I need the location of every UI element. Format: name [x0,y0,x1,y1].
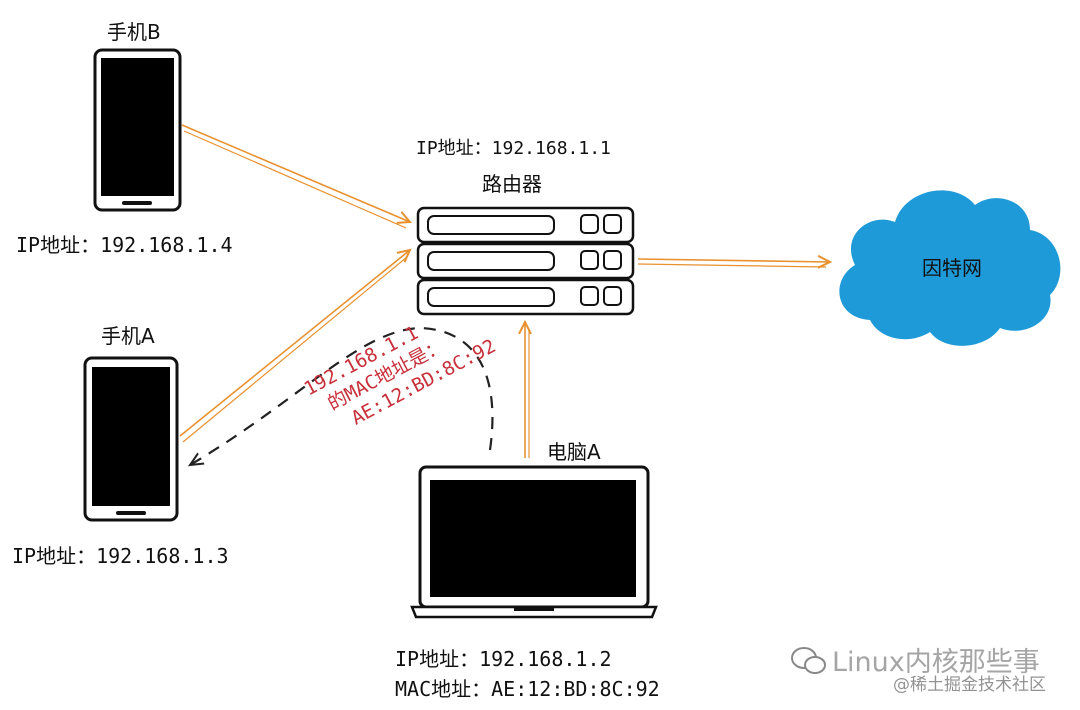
phone-b-ip: IP地址：192.168.1.4 [16,233,233,257]
laptop-icon [410,465,658,619]
arrow-phone-b-to-router [181,124,410,229]
computer-a-mac: MAC地址：AE:12:BD:8C:92 [395,677,660,701]
computer-a-ip: IP地址：192.168.1.2 [395,647,612,671]
phone-b-icon [93,48,182,212]
arrow-phone-a-to-router [179,250,410,443]
computer-a-label: 电脑A [547,440,601,464]
watermark-sub: @稀土掘金技术社区 [893,675,1046,695]
phone-a-ip: IP地址：192.168.1.3 [12,544,229,568]
phone-a-icon [83,356,179,522]
arrow-arp-reply-dashed [190,326,494,465]
router-unit-top [416,206,635,244]
router-label: 路由器 [482,172,542,196]
watermark-title: Linux内核那些事 [832,647,1040,678]
phone-b-label: 手机B [107,20,161,44]
router-unit-bottom [416,278,635,316]
router-ip: IP地址：192.168.1.1 [416,138,611,159]
internet-cloud-icon [839,190,1061,346]
wechat-icon [791,647,826,674]
router-icon [416,206,635,316]
phone-a-label: 手机A [101,324,155,348]
arrow-computer-to-router [525,322,529,458]
internet-label: 因特网 [922,256,982,280]
arrow-router-to-internet [637,259,830,267]
router-unit-middle [416,242,635,280]
